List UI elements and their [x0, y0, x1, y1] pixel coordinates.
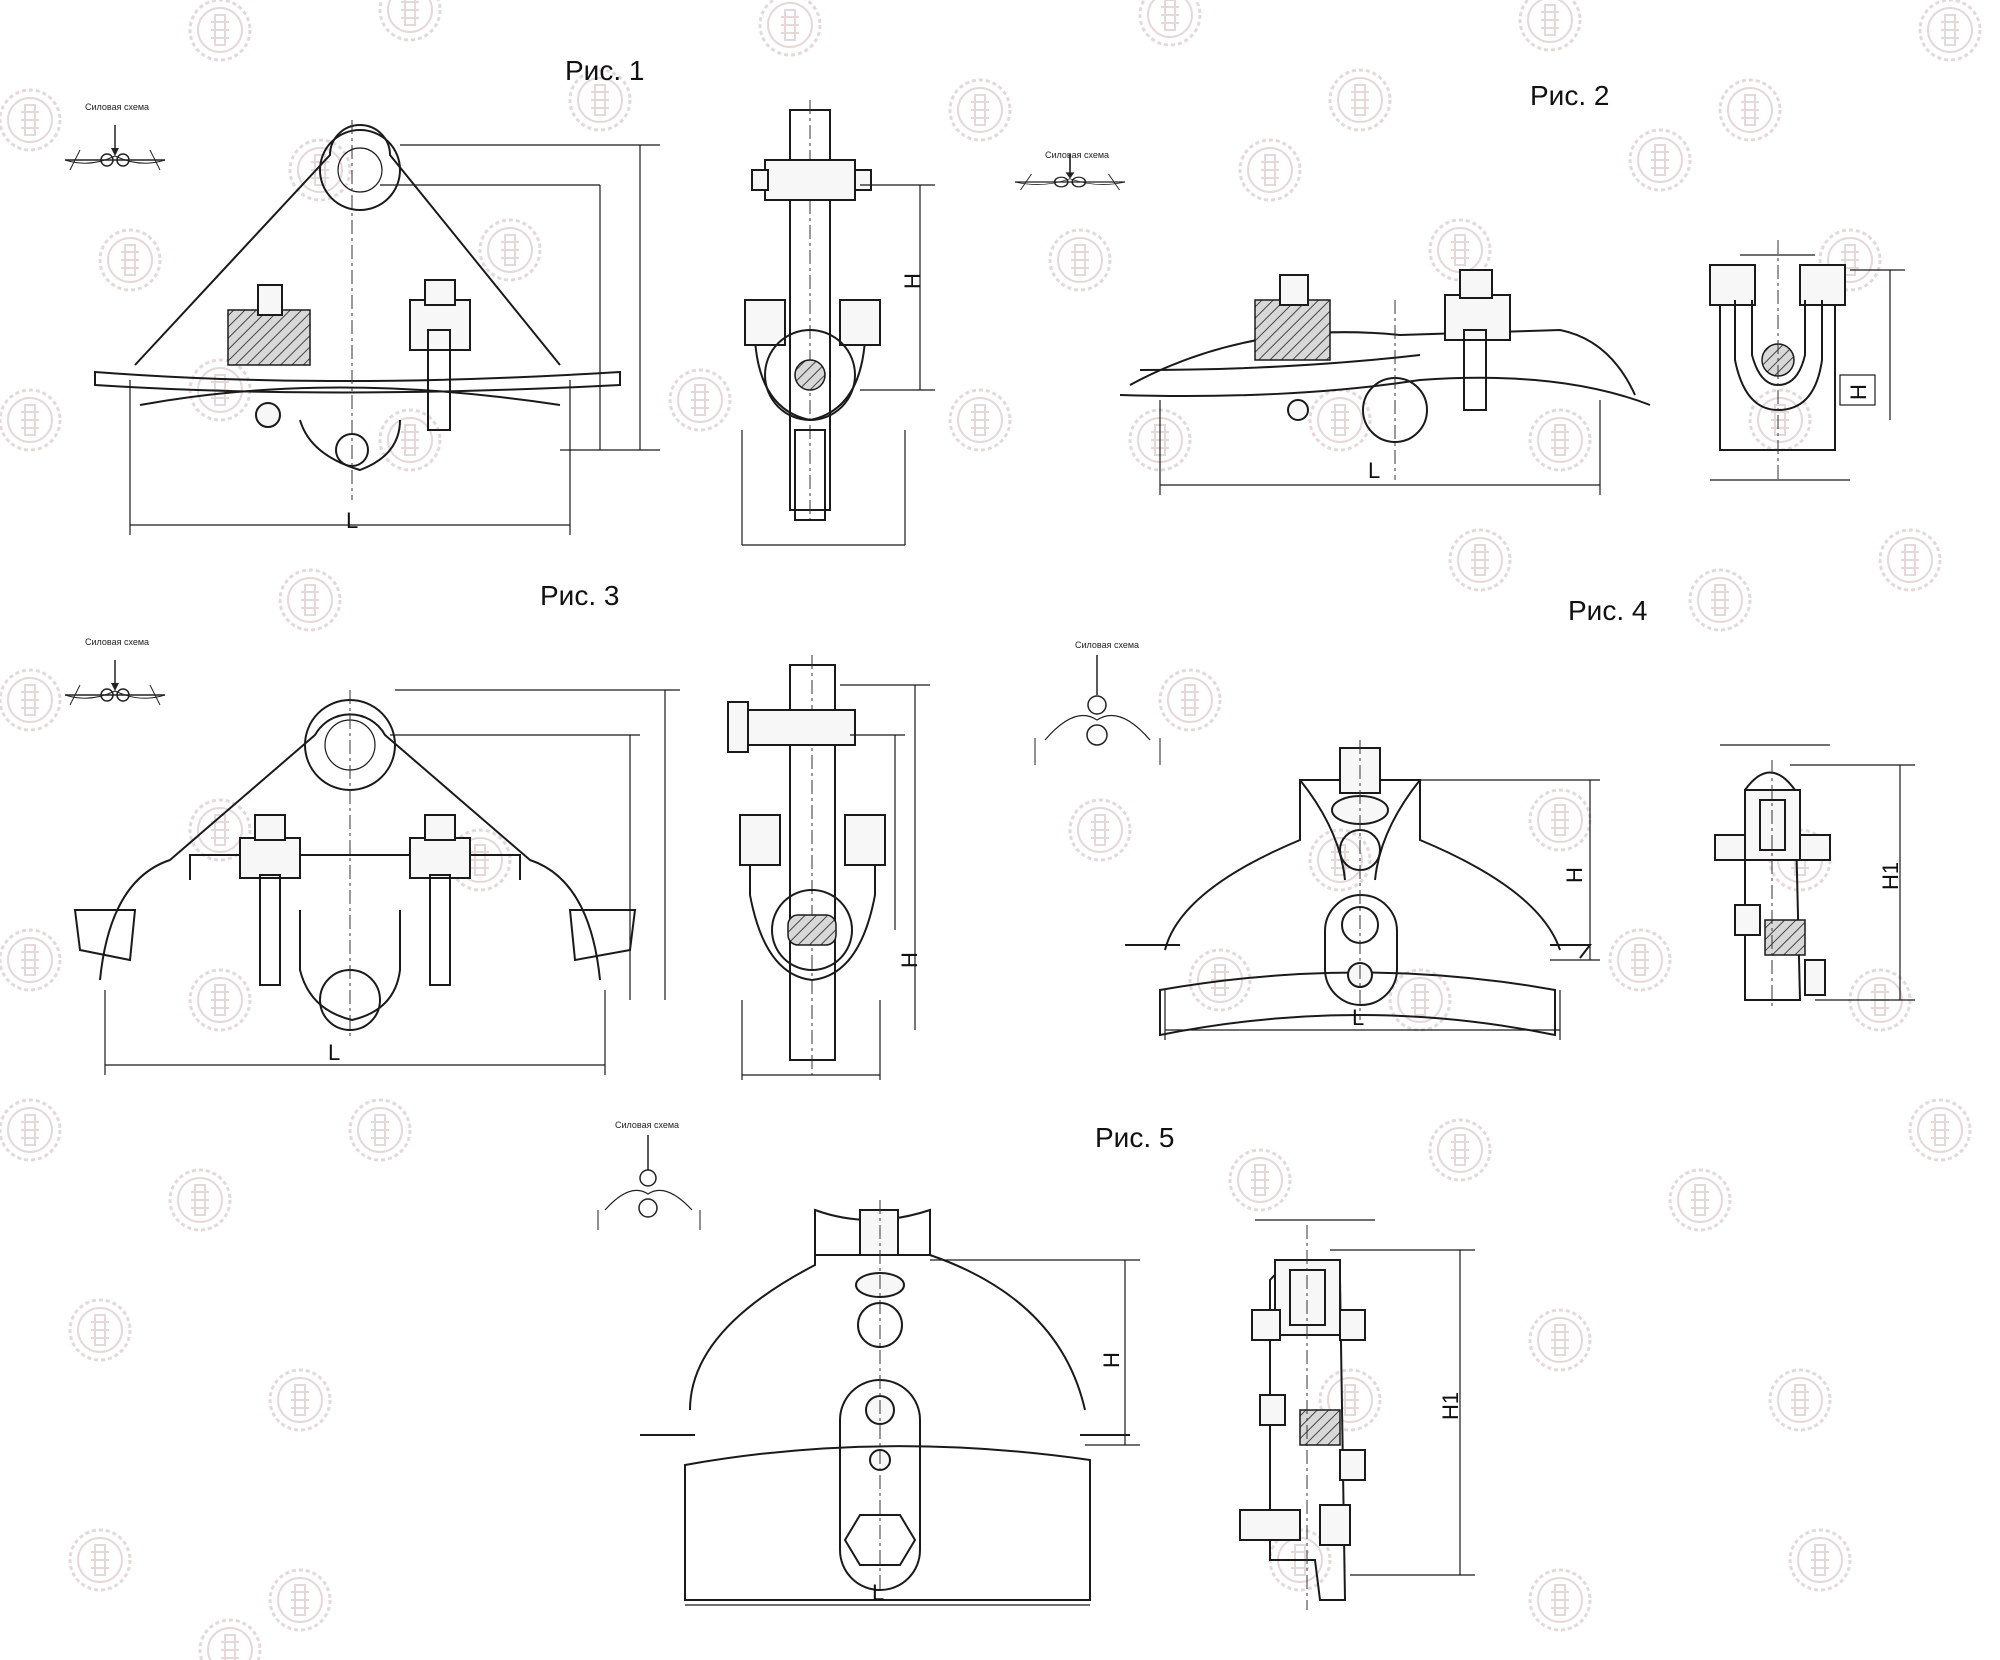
figure-3: Рис. 3 Силовая схема L [64, 580, 930, 1080]
figure-1: Рис. 1 Силовая схема L [64, 55, 935, 546]
figure-1-force-scheme: Силовая схема [64, 102, 166, 171]
figure-5-title: Рис. 5 [1095, 1122, 1174, 1153]
figure-1-scheme-label: Силовая схема [85, 102, 149, 112]
figure-2: Рис. 2 Силовая схема L [1014, 80, 1905, 495]
figure-1-title: Рис. 1 [565, 55, 644, 86]
figure-5-force-scheme: Силовая схема [597, 1120, 701, 1230]
figure-1-dim-h: H [900, 273, 925, 289]
figure-2-dim-h: H [1846, 384, 1871, 400]
figure-5: Рис. 5 Силовая схема L [597, 1120, 1475, 1610]
figure-4: Рис. 4 Силовая схема L [1034, 595, 1915, 1040]
figure-2-side-view: H [1709, 240, 1905, 481]
figure-4-title: Рис. 4 [1568, 595, 1647, 626]
figure-3-side-view: H [727, 655, 930, 1080]
figure-4-dim-l: L [1352, 1005, 1364, 1030]
figure-3-title: Рис. 3 [540, 580, 619, 611]
figure-5-dim-h1: H1 [1438, 1392, 1463, 1420]
figure-1-side-view: H [741, 100, 935, 546]
figure-1-dim-l: L [346, 508, 358, 533]
figure-2-dim-l: L [1368, 458, 1380, 483]
figure-4-front-view: L H [1125, 740, 1600, 1040]
figure-3-force-scheme: Силовая схема [64, 637, 166, 706]
figure-1-front-view: L [94, 120, 660, 535]
figure-4-force-scheme: Силовая схема [1034, 640, 1161, 765]
figure-4-side-view: H1 [1714, 744, 1915, 1010]
figure-5-front-view: L H [640, 1200, 1140, 1606]
figure-4-scheme-label: Силовая схема [1075, 640, 1139, 650]
figure-4-dim-h1: H1 [1878, 862, 1903, 890]
figure-2-scheme-label: Силовая схема [1045, 150, 1109, 160]
figure-2-front-view: L [1119, 269, 1651, 495]
figure-3-dim-h: H [897, 952, 922, 968]
figure-3-dim-l: L [328, 1040, 340, 1065]
figure-2-title: Рис. 2 [1530, 80, 1609, 111]
figure-5-dim-l: L [872, 1580, 884, 1605]
figure-3-front-view: L [73, 689, 680, 1075]
figure-5-dim-h: H [1099, 1352, 1124, 1368]
figure-3-scheme-label: Силовая схема [85, 637, 149, 647]
figure-5-scheme-label: Силовая схема [615, 1120, 679, 1130]
figure-5-side-view: H1 [1239, 1219, 1475, 1610]
figure-2-force-scheme: Силовая схема [1014, 150, 1126, 191]
figure-4-dim-h: H [1562, 867, 1587, 883]
